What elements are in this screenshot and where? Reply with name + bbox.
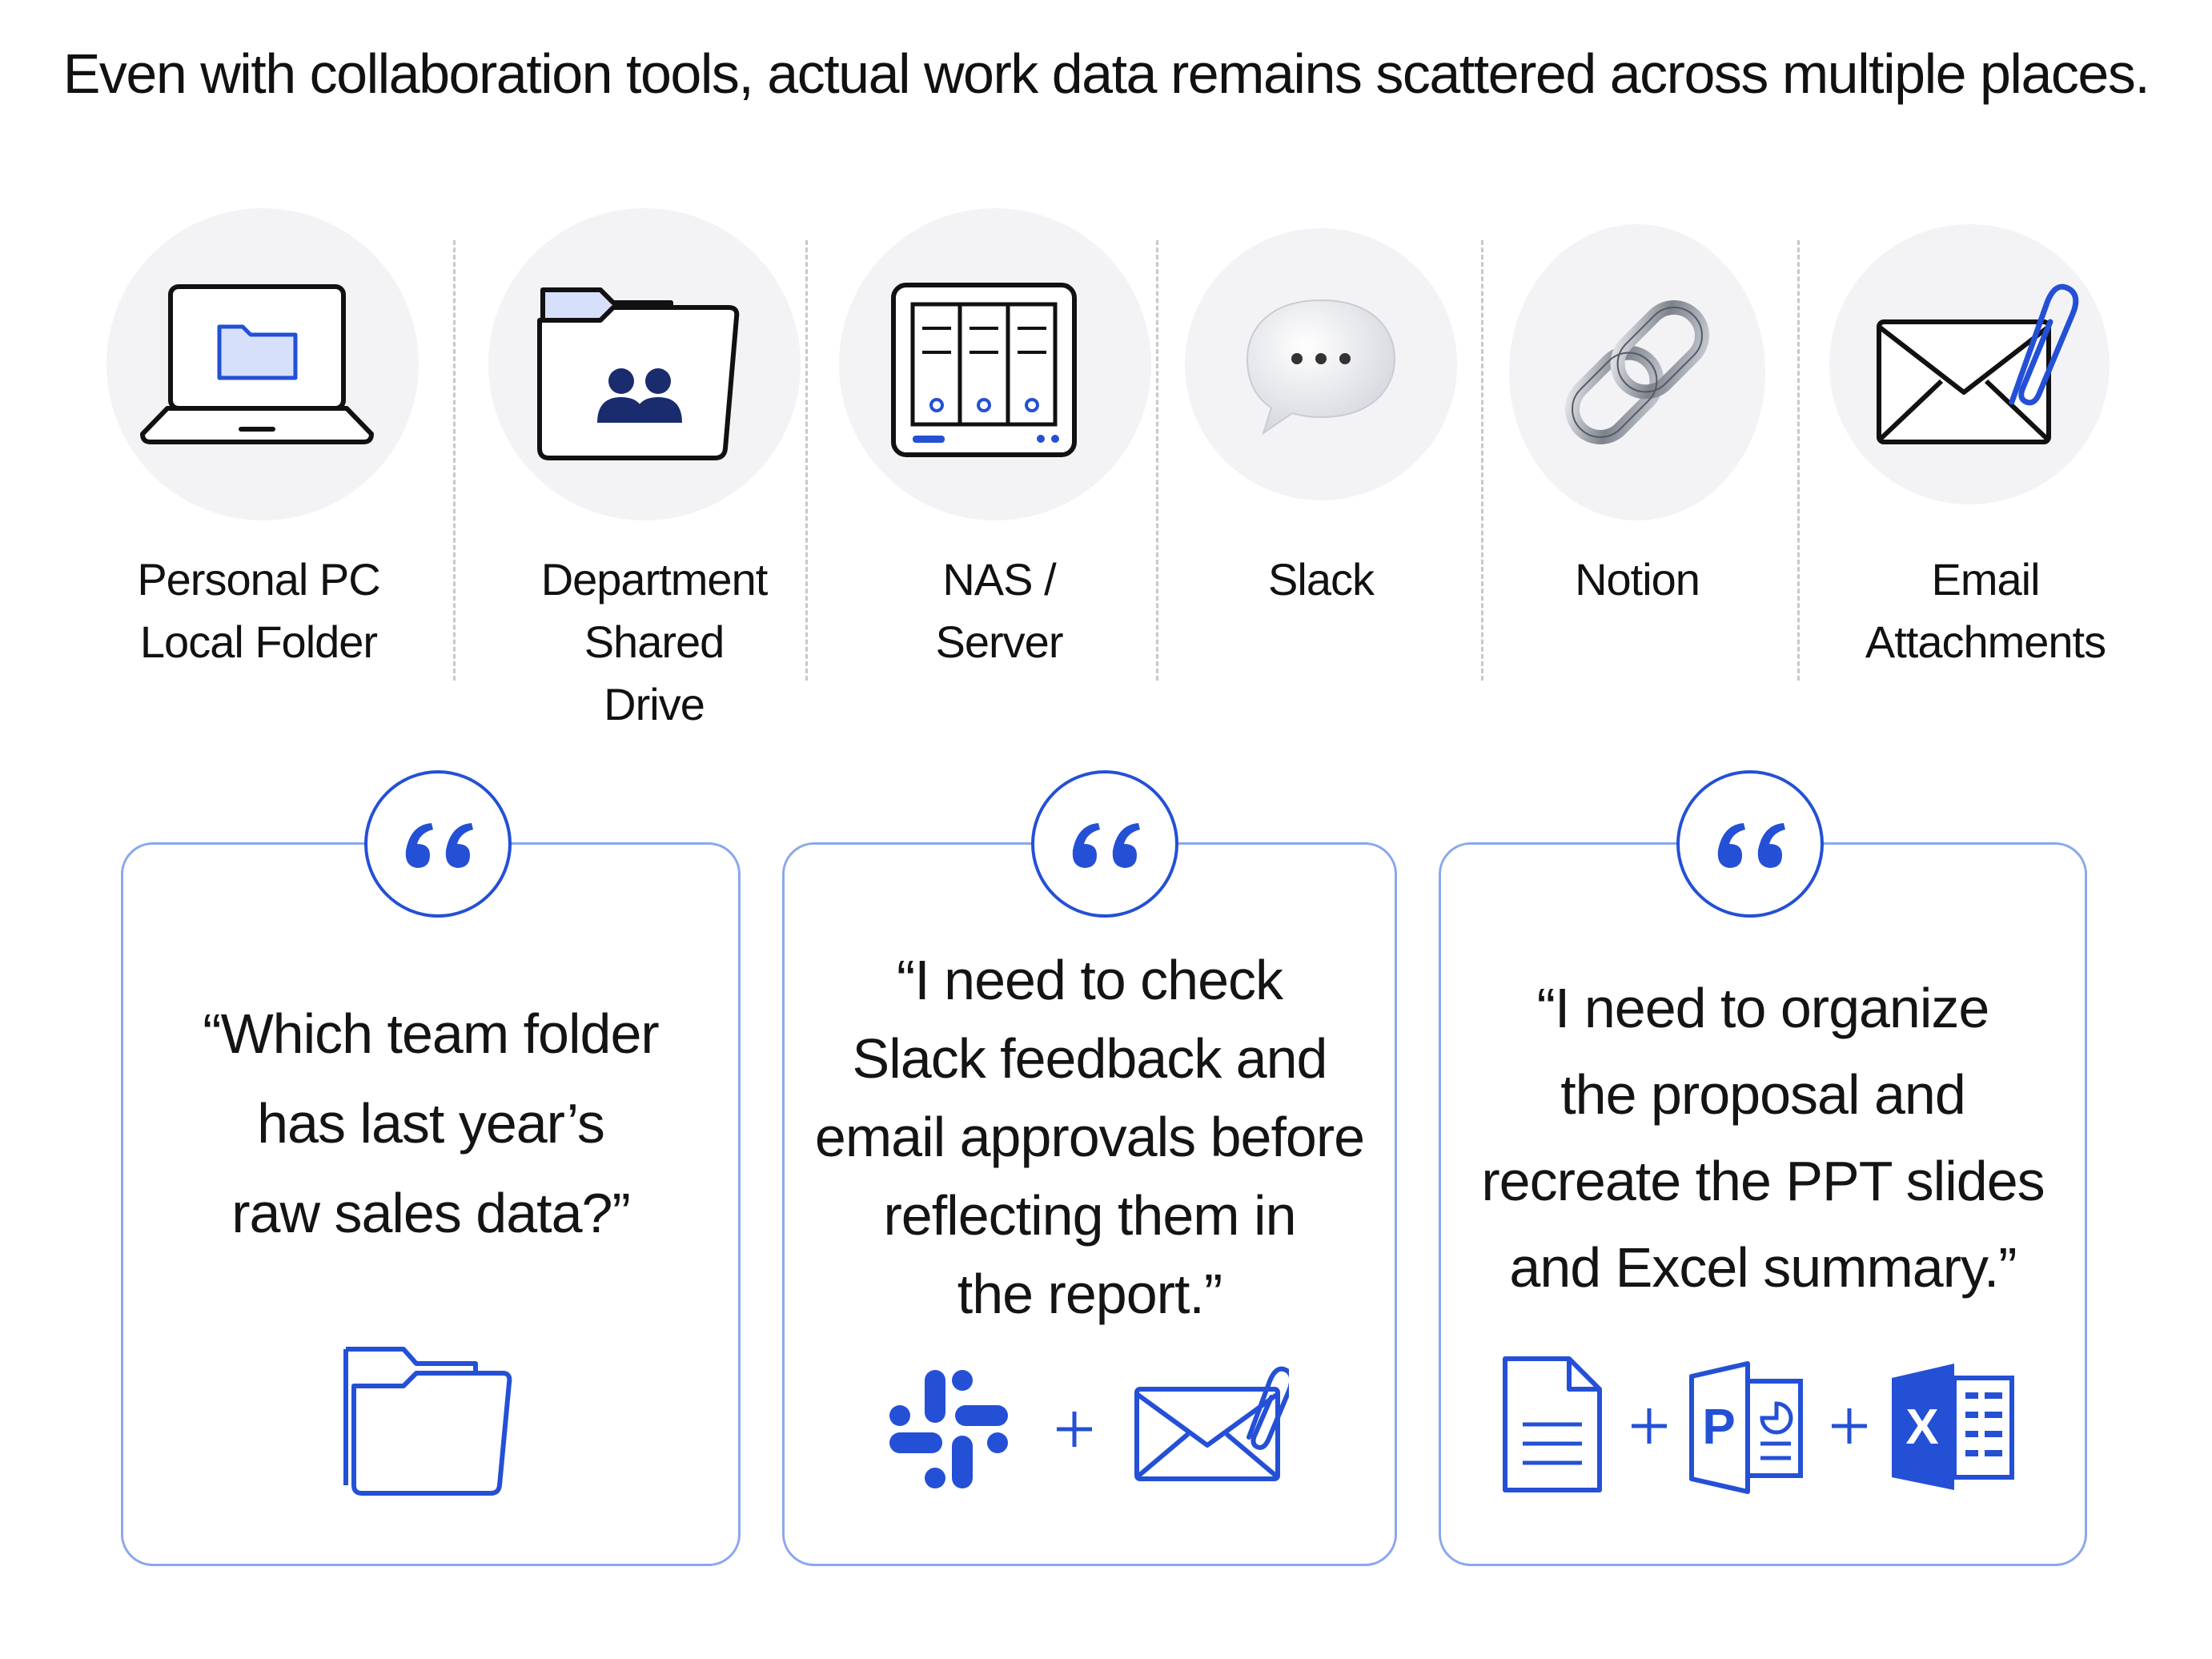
quote-mark-icon	[1717, 823, 1785, 868]
chat-bubble-icon	[1246, 299, 1396, 436]
source-label: Email Attachments	[1809, 548, 2162, 673]
source-label: Notion	[1461, 548, 1813, 611]
source-slack: Slack	[1145, 208, 1497, 689]
quote-line: reflecting them in	[883, 1184, 1296, 1247]
quote-mark-badge	[1676, 770, 1824, 918]
chain-link-icon	[1565, 300, 1709, 444]
quote-mark-icon	[1072, 823, 1140, 868]
source-icon-circle	[1185, 228, 1457, 500]
quote-mark-badge	[1031, 770, 1178, 918]
quote-mark-icon	[405, 823, 473, 868]
dashed-divider	[1797, 240, 1800, 681]
quote-line: the report.”	[957, 1263, 1222, 1325]
source-nas-server: NAS / Server	[807, 208, 1159, 689]
svg-text:P: P	[1702, 1400, 1735, 1455]
card-icons	[123, 1341, 738, 1549]
source-notion: Notion	[1461, 208, 1813, 689]
quote-card-folder: “Which team folder has last year’s raw s…	[121, 842, 741, 1566]
laptop-folder-icon	[140, 284, 374, 444]
source-icon-circle	[1509, 224, 1765, 520]
shared-folder-icon	[537, 287, 740, 460]
quote-text: “Which team folder has last year’s raw s…	[123, 989, 738, 1258]
quote-text: “I need to check Slack feedback and emai…	[785, 941, 1395, 1333]
dashed-divider	[805, 240, 808, 681]
dashed-divider	[453, 240, 456, 681]
source-label: Personal PC Local Folder	[82, 548, 435, 673]
quote-line: Slack feedback and	[852, 1027, 1328, 1090]
source-label-line: Email	[1931, 554, 2040, 605]
source-label-line: Department Shared	[540, 554, 769, 667]
card-icons: P X	[1441, 1354, 2085, 1538]
document-icon	[1503, 1356, 1602, 1492]
source-label-line: Slack	[1268, 554, 1375, 605]
source-icon-circle	[106, 208, 419, 520]
source-label: Department Shared Drive	[478, 548, 830, 736]
quote-line: “I need to organize	[1536, 977, 1990, 1039]
source-icon-circle	[1829, 224, 2110, 504]
quote-text: “I need to organize the proposal and rec…	[1441, 965, 2085, 1311]
excel-icon: X	[1892, 1364, 2014, 1490]
quote-line: the proposal and	[1560, 1063, 1966, 1126]
quote-line: and Excel summary.”	[1509, 1236, 2017, 1299]
folder-icon	[343, 1347, 512, 1496]
envelope-paperclip-icon	[1877, 283, 2079, 444]
quote-line: recreate the PPT slides	[1481, 1150, 2045, 1212]
dashed-divider	[1156, 240, 1158, 681]
source-label-line: Server	[935, 617, 1064, 667]
quote-line: email approvals before	[814, 1106, 1365, 1168]
quote-card-slack-email: “I need to check Slack feedback and emai…	[782, 842, 1397, 1566]
plus-icon	[1057, 1412, 1092, 1447]
plus-icon	[1632, 1408, 1667, 1444]
source-icon-circle	[488, 208, 801, 520]
powerpoint-icon: P	[1689, 1361, 1803, 1494]
slack-logo-icon	[889, 1370, 1008, 1488]
svg-text:X: X	[1905, 1400, 1938, 1455]
quote-mark-badge	[364, 770, 512, 918]
source-label: NAS / Server	[823, 548, 1175, 673]
source-label-line: Drive	[604, 679, 705, 729]
quote-line: raw sales data?”	[231, 1182, 631, 1244]
source-label-line: Notion	[1575, 554, 1700, 605]
source-label-line: NAS /	[942, 554, 1056, 605]
page-headline: Even with collaboration tools, actual wo…	[62, 42, 2150, 105]
source-label-line: Personal PC	[137, 554, 380, 605]
source-label-line: Attachments	[1865, 617, 2106, 667]
dashed-divider	[1481, 240, 1483, 681]
quote-line: has last year’s	[257, 1092, 605, 1155]
envelope-paperclip-icon	[1134, 1366, 1289, 1481]
plus-icon	[1832, 1408, 1867, 1444]
source-icon-circle	[839, 208, 1151, 520]
source-shared-drive: Department Shared Drive	[460, 208, 813, 729]
quote-card-office-docs: “I need to organize the proposal and rec…	[1439, 842, 2087, 1566]
source-label: Slack	[1145, 548, 1497, 611]
source-personal-pc: Personal PC Local Folder	[82, 208, 435, 689]
quote-line: “I need to check	[896, 949, 1283, 1011]
card-icons	[785, 1365, 1395, 1541]
quote-line: “Which team folder	[203, 1002, 659, 1065]
data-sources-row: Personal PC Local Folder Department Shar…	[0, 208, 2212, 729]
source-label-line: Local Folder	[139, 617, 378, 667]
source-email-attachments: Email Attachments	[1793, 208, 2146, 689]
server-icon	[891, 283, 1077, 457]
